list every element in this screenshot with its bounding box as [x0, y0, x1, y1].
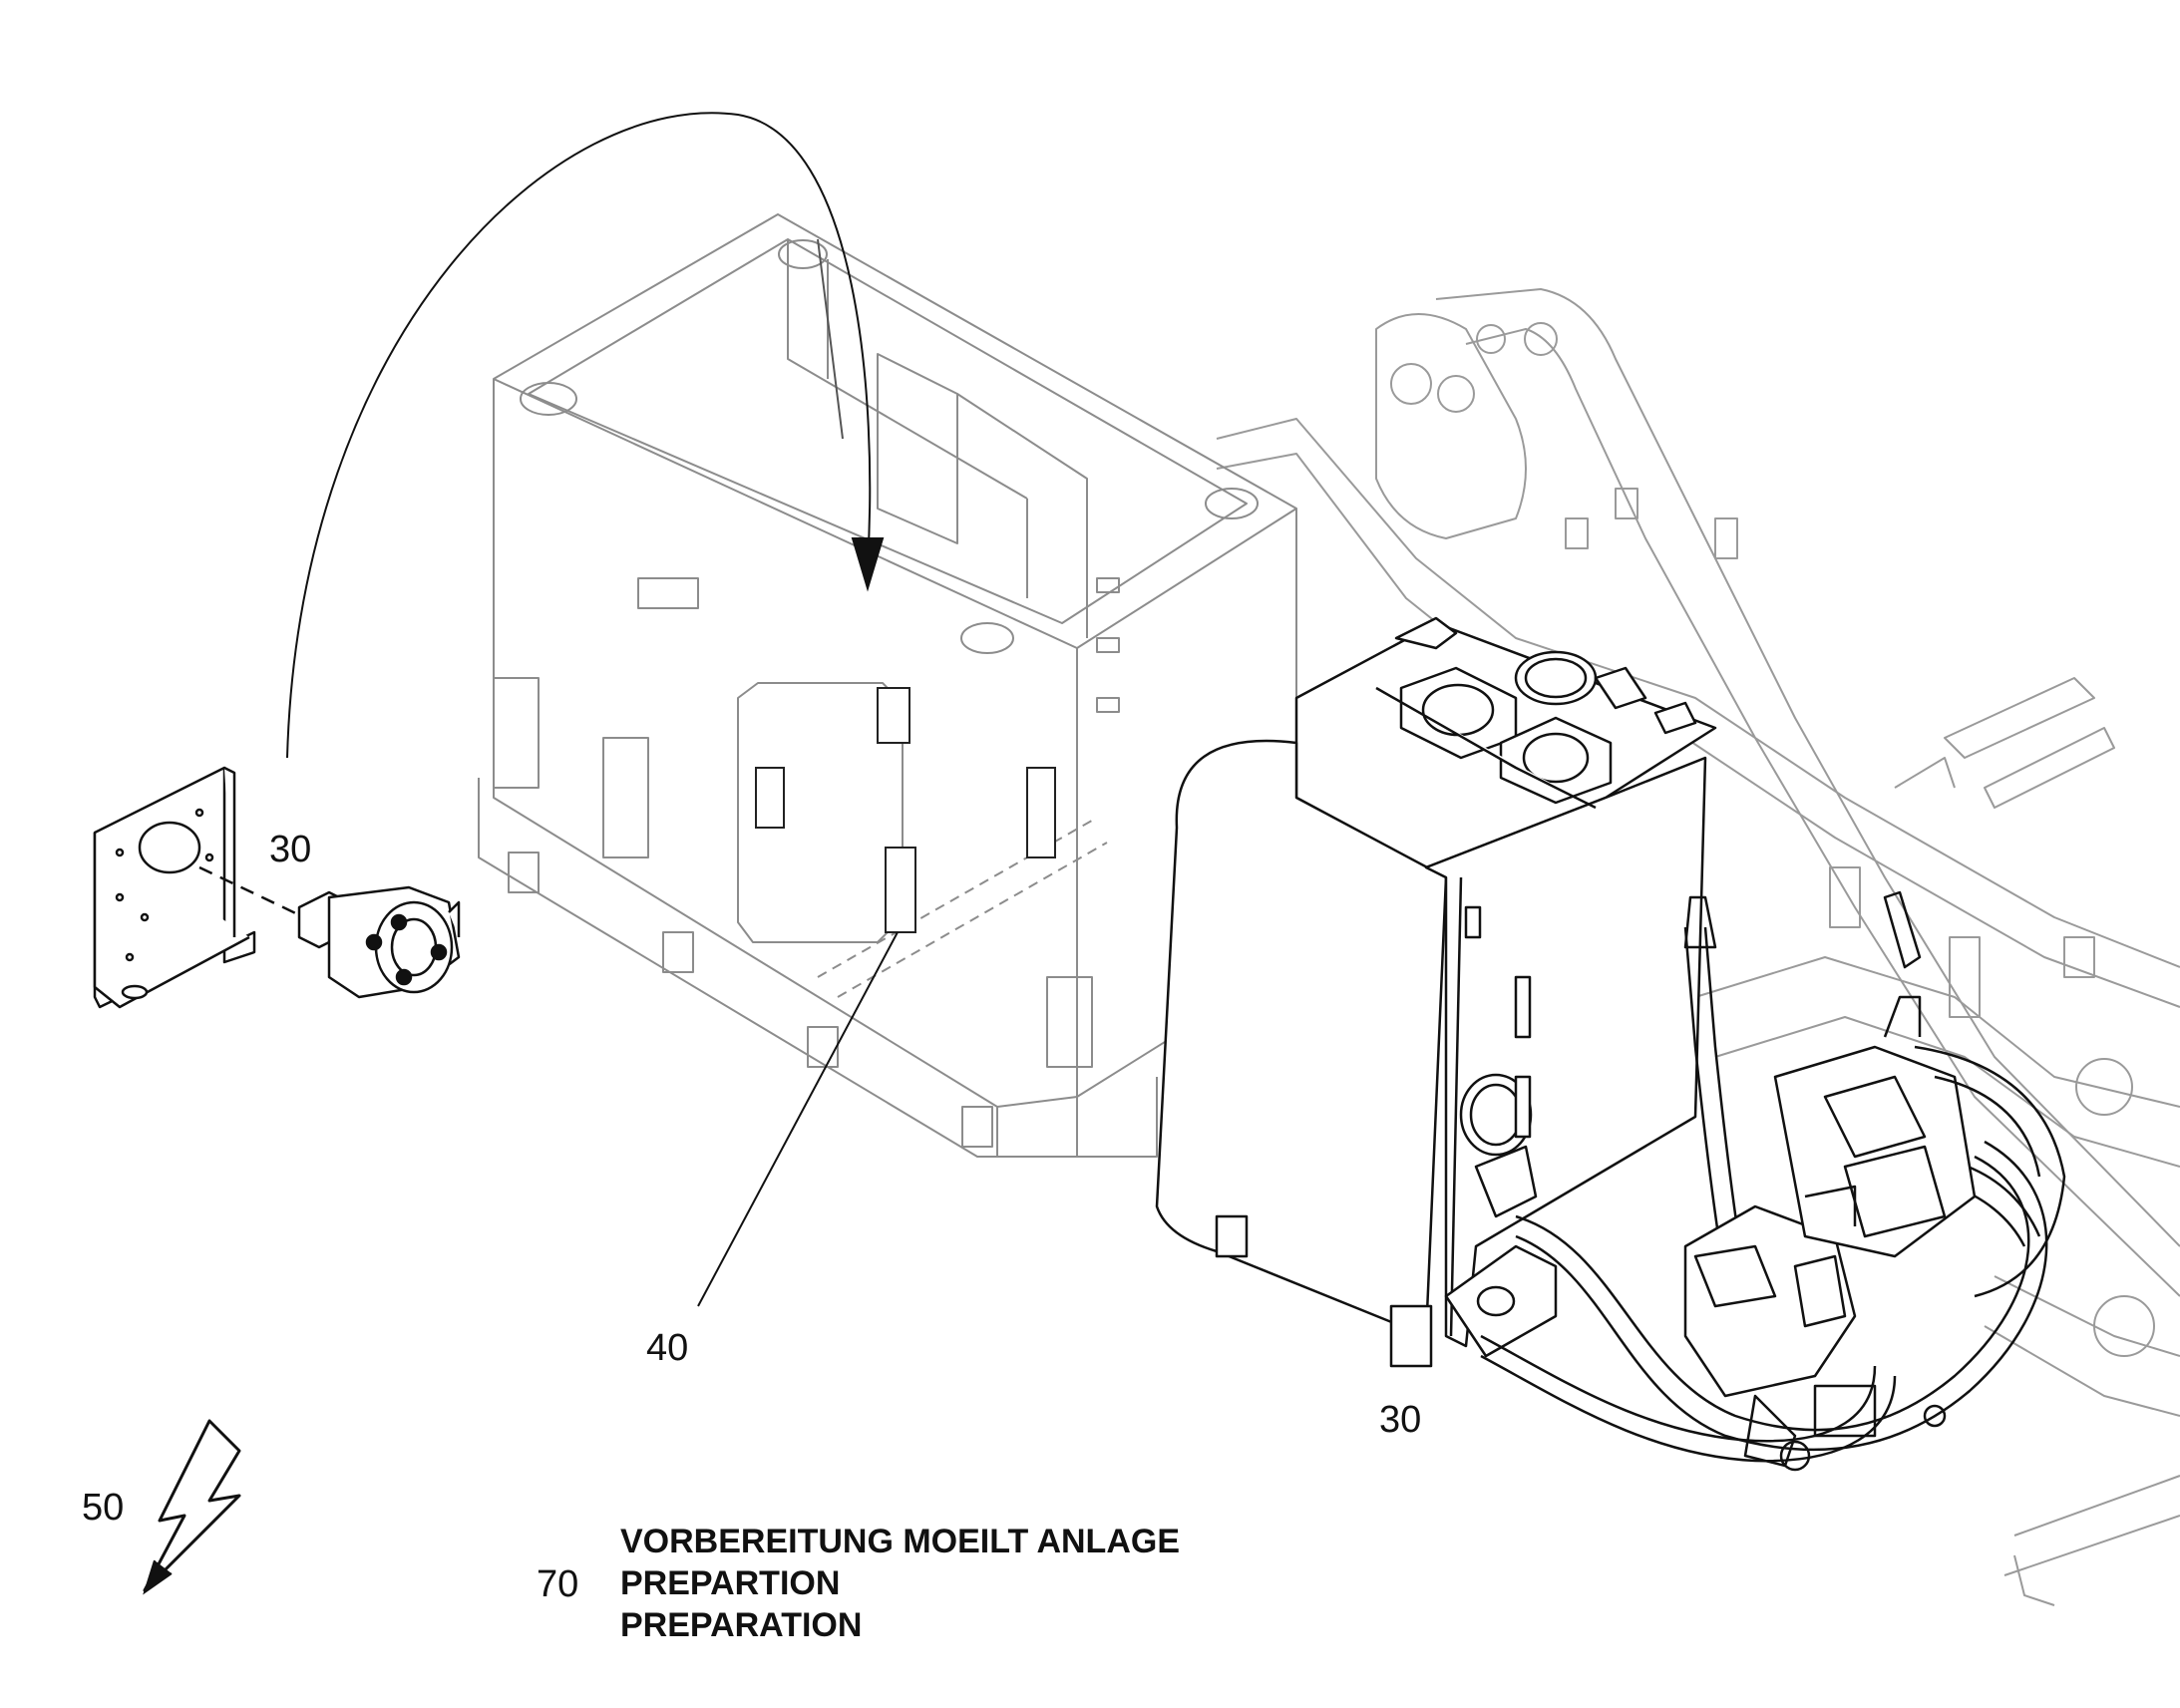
pump-unit-hoses [1480, 890, 2066, 1472]
callout-block-40: 40 [646, 1327, 689, 1369]
caption-number-70: 70 [537, 1563, 579, 1605]
assembly-path-arrow [286, 112, 885, 759]
block-latches [755, 687, 1056, 933]
caption-line-german: VORBEREITUNG MOEILT ANLAGE [620, 1523, 1180, 1560]
callout-bracket-30: 30 [269, 829, 312, 870]
pump-coupling [297, 885, 461, 999]
caption-line-english-2: PREPARATION [620, 1606, 863, 1644]
leader-40 [697, 931, 899, 1307]
callout-electric-50: 50 [82, 1487, 125, 1529]
hydraulic-tank [1155, 616, 1717, 1368]
lightning-bolt-icon [143, 1419, 241, 1595]
mounting-bracket [93, 766, 305, 1009]
callout-tank-30: 30 [1379, 1399, 1422, 1441]
block-housing [478, 213, 1297, 1158]
caption-line-english-1: PREPARTION [620, 1564, 841, 1602]
leader-lines [697, 931, 899, 1307]
caption-text: VORBEREITUNG MOEILT ANLAGE PREPARTION PR… [620, 1521, 1180, 1646]
